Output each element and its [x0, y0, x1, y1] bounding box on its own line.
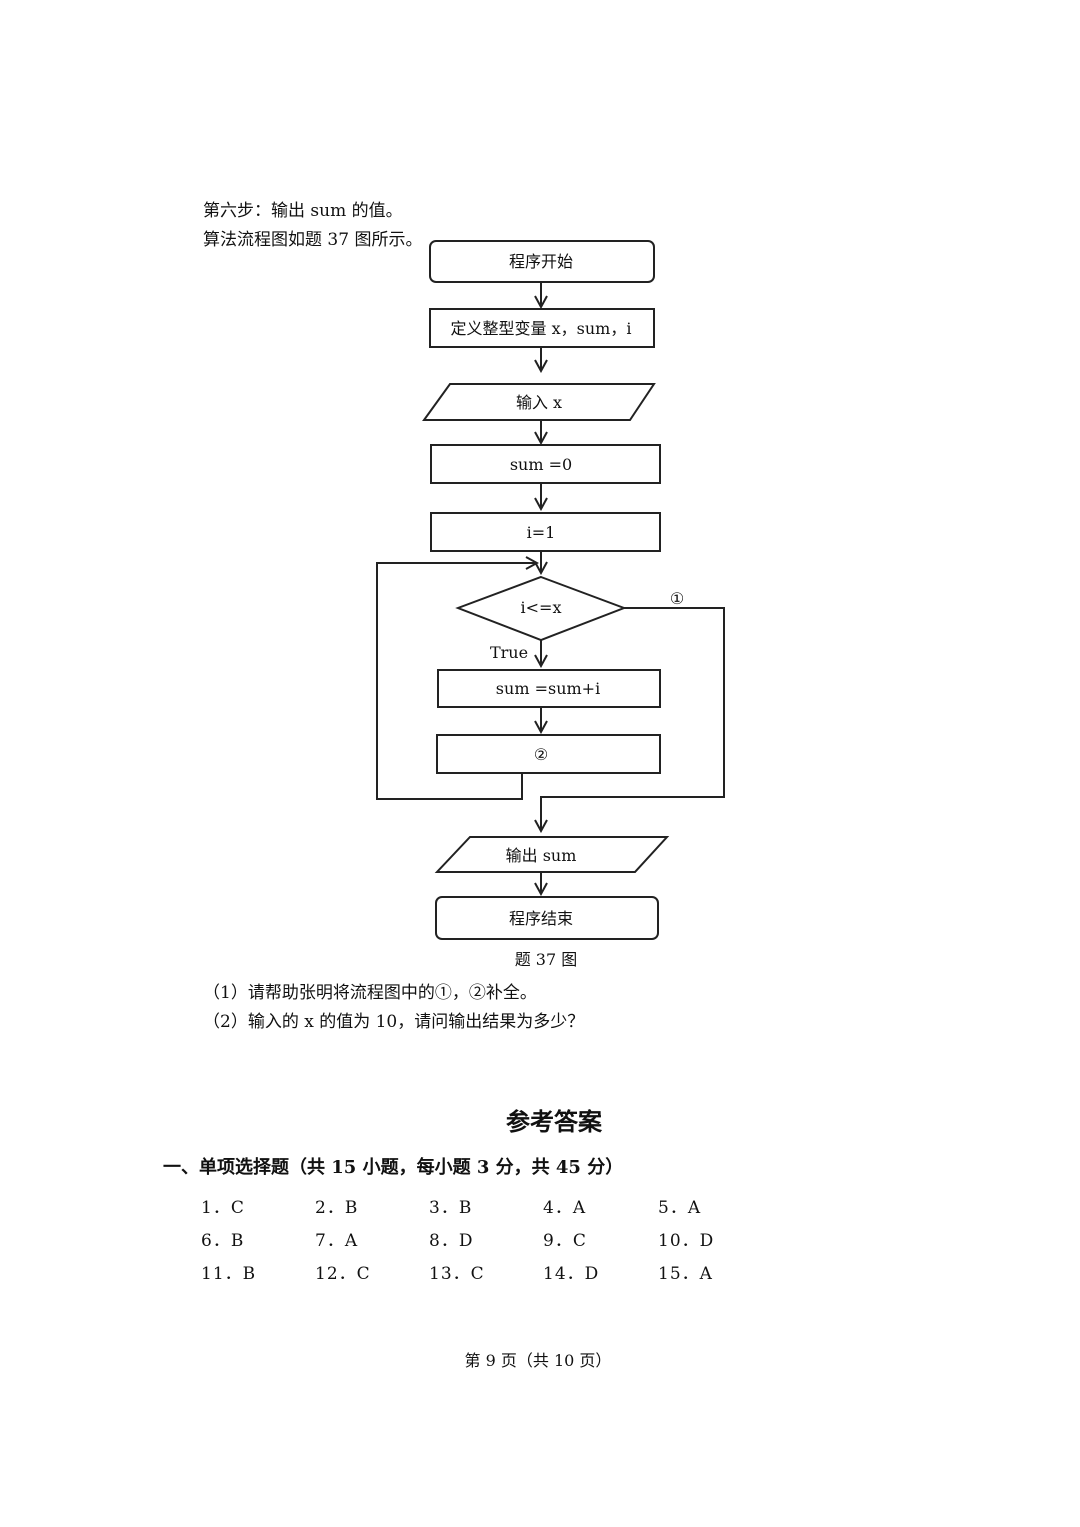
init-sum-node — [430, 444, 661, 484]
end-node — [435, 896, 659, 940]
answer-12: 12．C — [315, 1264, 371, 1284]
input-label: 输入 x — [516, 393, 562, 412]
true-label: True — [490, 643, 528, 662]
question-one: （1）请帮助张明将流程图中的①，②补全。 — [203, 983, 537, 1003]
answer-3: 3．B — [429, 1198, 473, 1218]
blank-one-label: ① — [670, 589, 684, 608]
flowchart-reference-text: 算法流程图如题 37 图所示。 — [203, 230, 423, 250]
accumulate-node — [437, 669, 661, 708]
init-i-node — [430, 512, 661, 552]
question-two: （2）输入的 x 的值为 10，请问输出结果为多少？ — [203, 1012, 585, 1032]
step-six-text: 第六步：输出 sum 的值。 — [203, 201, 403, 221]
output-label: 输出 sum — [506, 846, 577, 865]
edge-loop-back — [376, 563, 537, 800]
answer-14: 14．D — [543, 1264, 600, 1284]
init-i-label: i=1 — [527, 523, 556, 542]
answer-9: 9．C — [543, 1231, 587, 1251]
output-node — [434, 836, 670, 873]
blank-two-node — [436, 734, 661, 774]
section-one-heading: 一、单项选择题（共 15 小题，每小题 3 分，共 45 分） — [163, 1157, 624, 1178]
answer-4: 4．A — [543, 1198, 587, 1218]
accumulate-label: sum =sum+i — [496, 679, 600, 698]
edge-false-branch — [541, 607, 725, 831]
answer-10: 10．D — [658, 1231, 715, 1251]
answer-7: 7．A — [315, 1231, 359, 1251]
answers-title: 参考答案 — [506, 1107, 602, 1136]
answer-1: 1．C — [201, 1198, 245, 1218]
start-label: 程序开始 — [509, 252, 573, 271]
declare-label: 定义整型变量 x，sum，i — [451, 319, 632, 338]
blank-two-label: ② — [534, 745, 548, 764]
page-number: 第 9 页（共 10 页） — [464, 1351, 612, 1370]
init-sum-label: sum =0 — [510, 455, 572, 474]
condition-label: i<=x — [521, 598, 562, 617]
end-label: 程序结束 — [509, 909, 573, 928]
answer-5: 5．A — [658, 1198, 702, 1218]
declare-node — [429, 308, 655, 348]
answer-2: 2．B — [315, 1198, 359, 1218]
answer-15: 15．A — [658, 1264, 713, 1284]
answer-8: 8．D — [429, 1231, 474, 1251]
answer-11: 11．B — [201, 1264, 257, 1284]
answer-13: 13．C — [429, 1264, 485, 1284]
answer-6: 6．B — [201, 1231, 245, 1251]
input-node — [422, 383, 656, 421]
flowchart: 程序开始 定义整型变量 x，sum，i 输入 x sum =0 i=1 i<=x… — [376, 240, 725, 969]
figure-caption: 题 37 图 — [515, 950, 578, 969]
